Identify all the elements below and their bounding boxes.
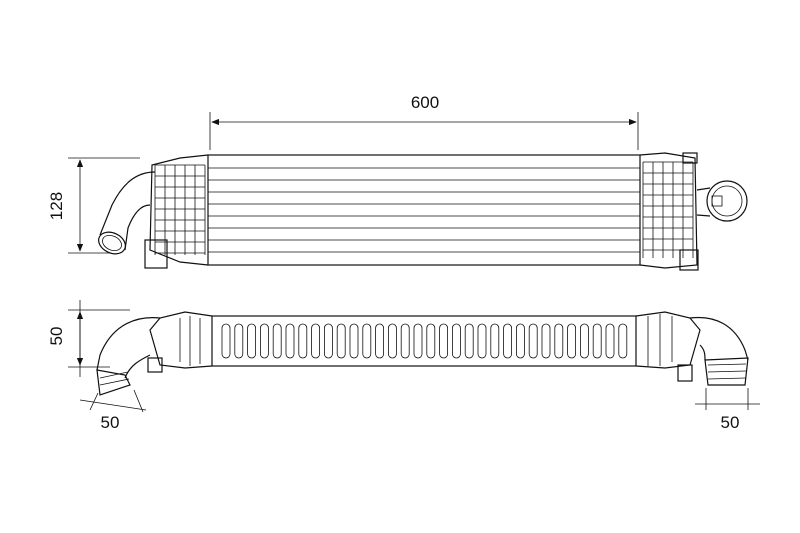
right-tank-side: [635, 311, 701, 369]
core-slot: [272, 323, 282, 359]
core-slots: [221, 323, 628, 359]
core-slot: [259, 323, 269, 359]
height-dimension-label: 128: [47, 192, 66, 220]
core-slot: [311, 323, 321, 359]
right-bottom-bracket: [679, 249, 699, 271]
left-tank: [149, 154, 209, 266]
left-tank-ribs: [154, 164, 206, 255]
top-view: 600 128: [47, 93, 748, 271]
core-slot: [554, 323, 564, 359]
left-outlet-dimension-label: 50: [101, 413, 120, 432]
core-slot: [234, 323, 244, 359]
left-tank-side: [149, 311, 213, 369]
right-tank-ribs: [642, 161, 694, 258]
core-slot: [400, 323, 410, 359]
right-outlet-port: [706, 180, 748, 222]
core-slot: [247, 323, 257, 359]
side-view: 50 50 50: [47, 300, 760, 432]
side-core-outline: [211, 315, 637, 367]
left-outlet-port-side: [96, 369, 131, 396]
core-tubes: [208, 167, 640, 253]
core-slot: [336, 323, 346, 359]
core-slot: [439, 323, 449, 359]
length-dimension-label: 600: [411, 93, 439, 112]
left-bracket-side: [147, 357, 163, 373]
core-slot: [477, 323, 487, 359]
core-slot: [387, 323, 397, 359]
core-slot: [567, 323, 576, 359]
core-slot: [451, 323, 461, 359]
left-outlet-dimension-line: [79, 399, 147, 411]
core-slot: [349, 323, 359, 359]
core-slot: [503, 323, 513, 359]
core-slot: [605, 323, 615, 359]
core-slot: [580, 323, 589, 359]
core-slot: [323, 323, 333, 359]
core-slot: [516, 323, 525, 359]
core-slot: [375, 323, 385, 359]
core-outline: [207, 154, 641, 266]
core-slot: [298, 323, 308, 359]
core-slot: [592, 323, 602, 359]
right-inlet-pipe-side: [689, 316, 749, 361]
core-slot: [618, 323, 628, 359]
core-slot: [490, 323, 500, 359]
core-slot: [426, 323, 436, 359]
right-tank: [639, 152, 698, 269]
left-inlet-pipe: [99, 171, 156, 251]
core-slot: [413, 323, 423, 359]
core-slot: [541, 323, 551, 359]
right-top-bracket: [682, 152, 698, 164]
right-inlet-port-side: [704, 357, 749, 386]
core-slot: [221, 323, 231, 359]
right-bracket-side: [677, 364, 693, 382]
core-slot: [285, 323, 295, 359]
left-mount-bracket: [144, 239, 168, 269]
core-slot: [362, 323, 372, 359]
depth-dimension-label: 50: [47, 327, 66, 346]
left-outlet-pipe-side: [96, 317, 161, 379]
right-inlet-dimension-label: 50: [721, 413, 740, 432]
right-port-neck: [696, 187, 711, 217]
left-inlet-port: [98, 231, 126, 255]
core-slot: [528, 323, 538, 359]
core-slot: [464, 323, 474, 359]
